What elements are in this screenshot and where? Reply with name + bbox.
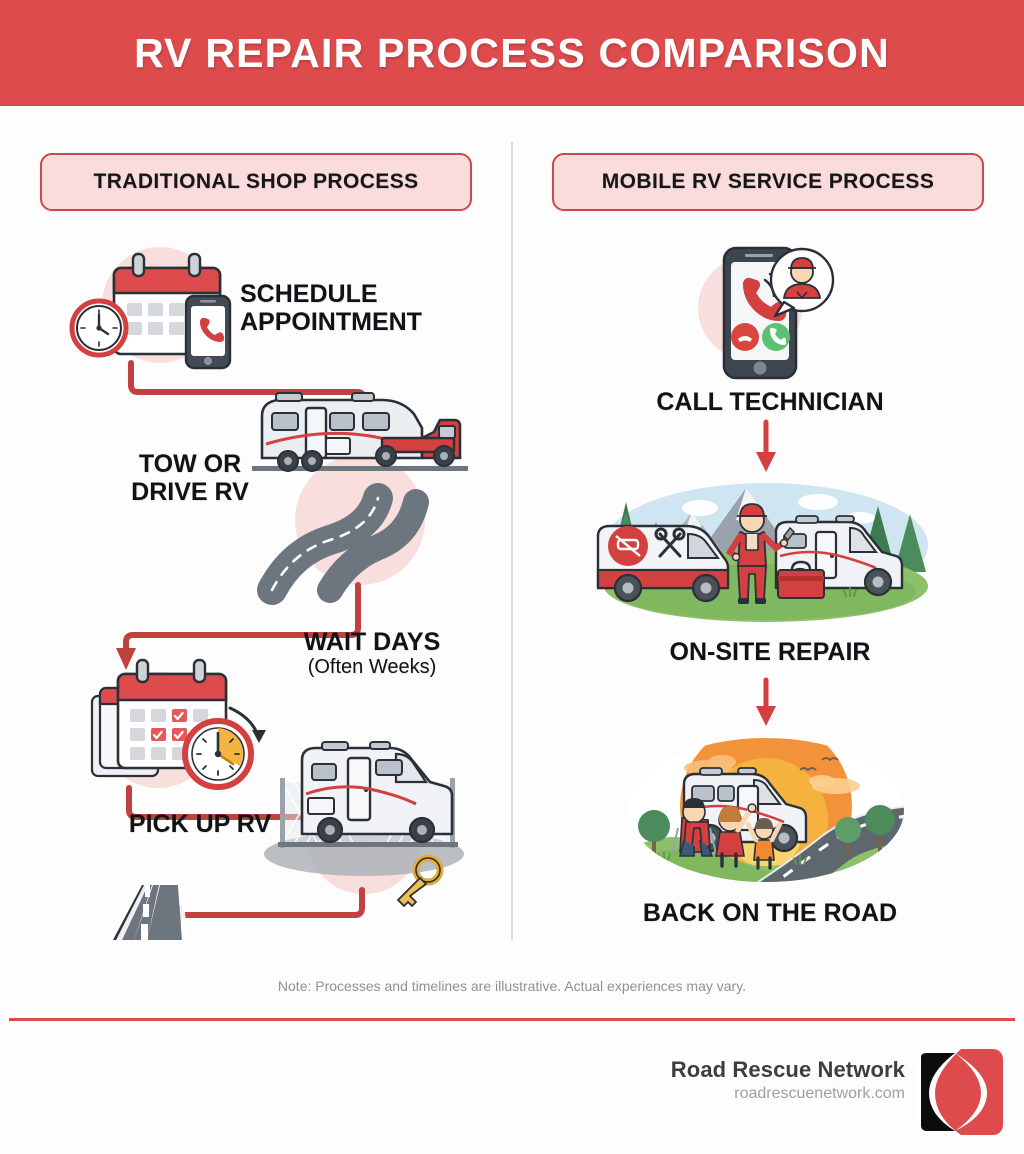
brand-url: roadrescuenetwork.com: [734, 1085, 905, 1102]
flow-arrow-right-1: [756, 419, 776, 472]
road-icon: [113, 885, 188, 940]
column-header-traditional-label: TRADITIONAL SHOP PROCESS: [93, 170, 419, 193]
step-label-pick-up-rv: PICK UP RV: [90, 810, 310, 838]
rv-behind-fence-key-icon: [264, 741, 464, 907]
footer-divider: [9, 1018, 1015, 1021]
step-label-on-site-repair: ON-SITE REPAIR: [560, 638, 980, 666]
flow-arrow-2: [116, 582, 361, 670]
column-header-traditional: TRADITIONAL SHOP PROCESS: [40, 153, 472, 211]
flow-arrow-4: [160, 887, 365, 925]
step-label-wait-days: WAIT DAYS (Often Weeks): [262, 628, 482, 678]
flow-arrow-right-2: [756, 677, 776, 726]
step-label-pick-up-rv-text: PICK UP RV: [128, 810, 272, 838]
column-divider: [511, 142, 513, 940]
step-label-back-on-the-road-text: BACK ON THE ROAD: [642, 899, 898, 927]
step-label-call-technician: CALL TECHNICIAN: [560, 388, 980, 416]
key-icon: [397, 854, 444, 907]
step-label-schedule-line1: SCHEDULE: [240, 280, 378, 308]
smartphone-incoming-call-icon: [698, 246, 835, 380]
disclaimer-note: Note: Processes and timelines are illust…: [277, 978, 747, 994]
rv-tow-truck-road-icon: [252, 392, 468, 605]
calendar-stack-clock-icon: [90, 658, 266, 790]
step-label-call-technician-text: CALL TECHNICIAN: [656, 388, 884, 416]
step-label-on-site-repair-text: ON-SITE REPAIR: [669, 638, 871, 666]
column-header-mobile: MOBILE RV SERVICE PROCESS: [552, 153, 984, 211]
step-label-tow-line1: TOW OR: [138, 450, 242, 478]
step-label-schedule-appointment: SCHEDULE APPOINTMENT: [240, 280, 480, 336]
traditional-process-flow: [69, 247, 468, 940]
mountain-service-van-rv-icon: [596, 483, 928, 622]
brand-block: Road Rescue Network roadrescuenetwork.co…: [671, 1057, 905, 1103]
page-title: RV REPAIR PROCESS COMPARISON: [134, 29, 890, 76]
mobile-service-process-flow: [596, 246, 928, 882]
step-label-back-on-the-road: BACK ON THE ROAD: [560, 899, 980, 927]
column-header-mobile-label: MOBILE RV SERVICE PROCESS: [601, 170, 935, 193]
step-label-wait-days-sub: (Often Weeks): [307, 656, 437, 678]
calendar-clock-phone-icon: [69, 247, 232, 370]
step-label-wait-days-main: WAIT DAYS: [303, 628, 441, 656]
step-label-schedule-line2: APPOINTMENT: [240, 308, 422, 336]
step-label-tow-line2: DRIVE RV: [131, 478, 249, 506]
sunset-family-rv-road-icon: [628, 738, 904, 882]
family-group: [671, 798, 783, 870]
road-rescue-network-logo: [917, 1049, 1003, 1135]
step-label-tow-or-drive: TOW OR DRIVE RV: [95, 450, 285, 506]
brand-name: Road Rescue Network: [670, 1057, 905, 1082]
header-banner: RV REPAIR PROCESS COMPARISON: [0, 0, 1024, 106]
